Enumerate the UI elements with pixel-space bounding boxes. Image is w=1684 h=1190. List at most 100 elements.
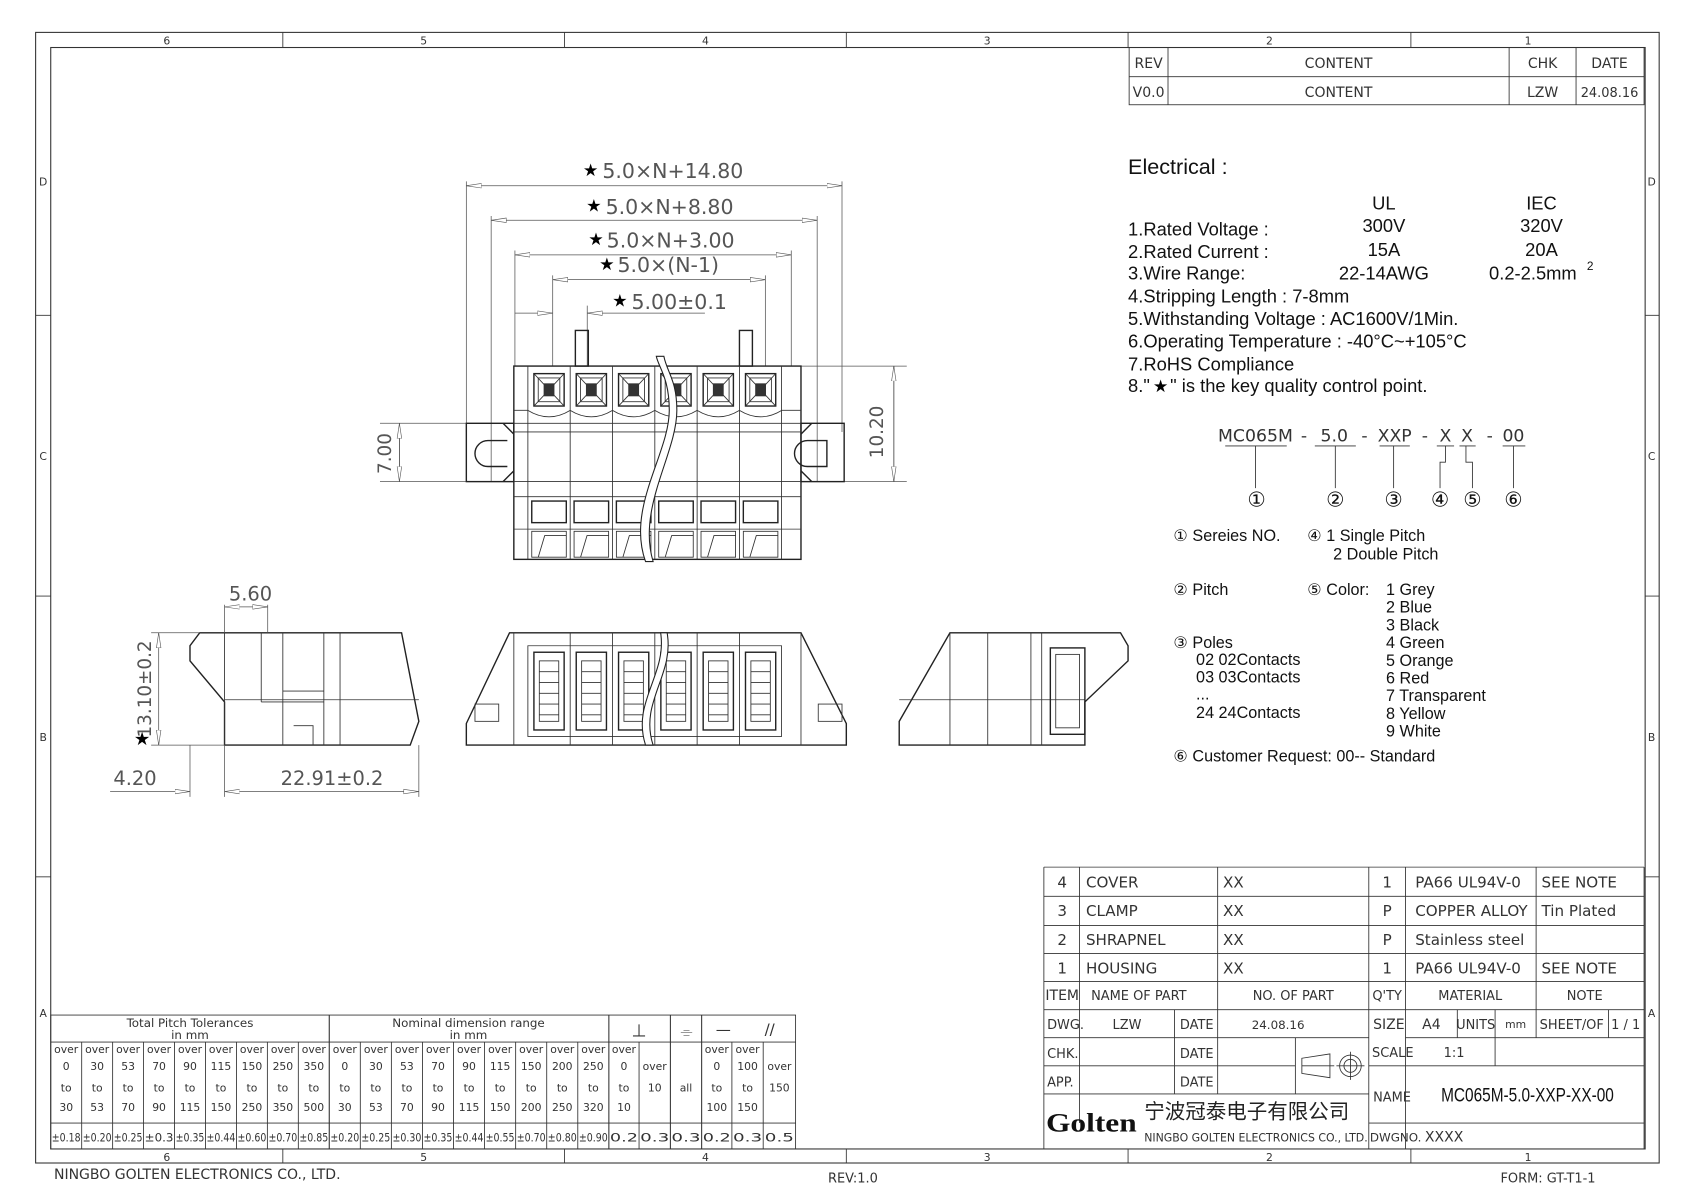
zone-letter: B	[1648, 731, 1655, 744]
pole-option: 24 24Contacts	[1196, 704, 1300, 722]
dwgno-label: DWGNO.	[1370, 1130, 1422, 1144]
range-cell: 320	[583, 1101, 604, 1114]
marker-4: ④	[1431, 488, 1449, 511]
chk-header: CHK	[1528, 56, 1558, 72]
dim-side-width: 5.60	[229, 582, 272, 605]
connector-left-side-view: 5.60 13.10±0.2 ★ 4.20 22.91±0.2	[110, 582, 420, 797]
code-sep: -	[1487, 427, 1493, 447]
dim-height-top: 10.20	[867, 406, 888, 459]
dwg-label: DWG.	[1047, 1018, 1084, 1033]
left-flange	[465, 422, 515, 483]
zone-letter: D	[1647, 176, 1655, 189]
rated-current-iec: 20A	[1525, 239, 1558, 260]
nominal-range-unit: in mm	[450, 1028, 488, 1042]
projection-symbol-icon	[1301, 1051, 1365, 1080]
range-cell: to	[308, 1082, 319, 1095]
zone-letter: A	[1648, 1007, 1656, 1020]
zone-number: 1	[1525, 1151, 1532, 1164]
bom-material: PA66 UL94V-0	[1415, 874, 1521, 892]
units-value: mm	[1505, 1018, 1526, 1031]
footer-form: FORM: GT-T1-1	[1500, 1171, 1595, 1186]
front-contact-4	[654, 632, 692, 746]
range-cell: 53	[369, 1101, 383, 1114]
range-cell: over	[643, 1060, 668, 1073]
symmetry-icon: ⌯	[681, 1023, 693, 1041]
range-cell: 90	[152, 1101, 166, 1114]
front-contact-2	[569, 632, 608, 746]
zone-number: 5	[420, 34, 427, 47]
zone-letter: A	[39, 1007, 47, 1020]
wire-entry-5	[696, 372, 740, 558]
range-cell: 53	[121, 1060, 135, 1073]
zone-letter: C	[1648, 450, 1656, 463]
note-suffix: " is the key quality control point.	[1170, 375, 1427, 396]
dwgno-value: XXXX	[1425, 1129, 1464, 1145]
zone-number: 6	[163, 1151, 170, 1164]
range-cell: over	[612, 1043, 637, 1056]
marker-1: ①	[1247, 488, 1265, 511]
electrical-title: Electrical :	[1128, 154, 1228, 179]
range-cell: 90	[183, 1060, 197, 1073]
range-cell: 10	[648, 1082, 662, 1095]
zone-letter: B	[39, 731, 46, 744]
connector-right-side-view	[898, 632, 1129, 746]
zone-number: 3	[984, 1151, 991, 1164]
range-cell: to	[588, 1082, 599, 1095]
color-option: 4 Green	[1386, 634, 1444, 652]
bom-name: SHRAPNEL	[1086, 931, 1166, 949]
perpendicularity-icon: ⊥	[632, 1022, 647, 1042]
bom-no: XX	[1223, 902, 1244, 920]
range-cell: 200	[552, 1060, 573, 1073]
code-poles: XXP	[1378, 427, 1412, 447]
color-option: 8 Yellow	[1386, 705, 1446, 723]
range-cell: 150	[521, 1060, 542, 1073]
drawing-name: MC065M-5.0-XXP-XX-00	[1441, 1084, 1614, 1106]
range-cell: to	[123, 1082, 134, 1095]
range-cell: to	[154, 1082, 165, 1095]
range-cell: 30	[369, 1060, 383, 1073]
range-cell: to	[61, 1082, 72, 1095]
range-cell: to	[742, 1082, 753, 1095]
range-cell: 30	[338, 1101, 352, 1114]
range-cell: all	[680, 1082, 693, 1095]
tolerance-value: ±0.70	[268, 1130, 297, 1144]
color-option: 5 Orange	[1386, 652, 1453, 670]
tolerance-value: ±0.90	[579, 1130, 608, 1144]
tolerance-value: ±0.3	[145, 1130, 174, 1144]
range-cell: to	[495, 1082, 506, 1095]
star-icon: ★	[612, 292, 627, 312]
range-cell: to	[464, 1082, 475, 1095]
zone-number: 3	[984, 34, 991, 47]
part-number-code: MC065M - 5.0 - XXP - X X - 00 ① ② ③ ④ ⑤ …	[1218, 427, 1526, 511]
rated-voltage-ul: 300V	[1362, 215, 1406, 236]
rated-current-label: 2.Rated Current :	[1128, 241, 1269, 262]
dim-pitch: 5.00±0.1	[632, 290, 727, 314]
range-cell: over	[767, 1060, 792, 1073]
range-cell: 70	[152, 1060, 166, 1073]
range-cell: 250	[583, 1060, 604, 1073]
release-slot	[700, 500, 737, 524]
date-value: 24.08.16	[1581, 86, 1639, 101]
range-cell: to	[526, 1082, 537, 1095]
front-contact-3	[612, 632, 650, 746]
range-cell: over	[736, 1043, 761, 1056]
revision-table: REV CONTENT CHK DATE V0.0 CONTENT LZW 24…	[1128, 47, 1645, 106]
front-contact-6	[739, 632, 777, 746]
code-color: X	[1461, 427, 1473, 447]
legend-pitch-type: ④ 1 Single Pitch	[1307, 527, 1425, 545]
bom-note: SEE NOTE	[1542, 959, 1617, 977]
company-name-cn: 宁波冠泰电子有限公司	[1144, 1100, 1349, 1124]
bom-note: SEE NOTE	[1542, 874, 1617, 892]
bom-qty: P	[1383, 931, 1392, 949]
tolerance-value: ±0.44	[455, 1130, 484, 1144]
pitch-tolerance-title: Total Pitch Tolerances	[126, 1016, 254, 1030]
ul-header: UL	[1372, 192, 1395, 213]
range-cell: over	[488, 1043, 513, 1056]
color-option: 2 Blue	[1386, 599, 1432, 617]
